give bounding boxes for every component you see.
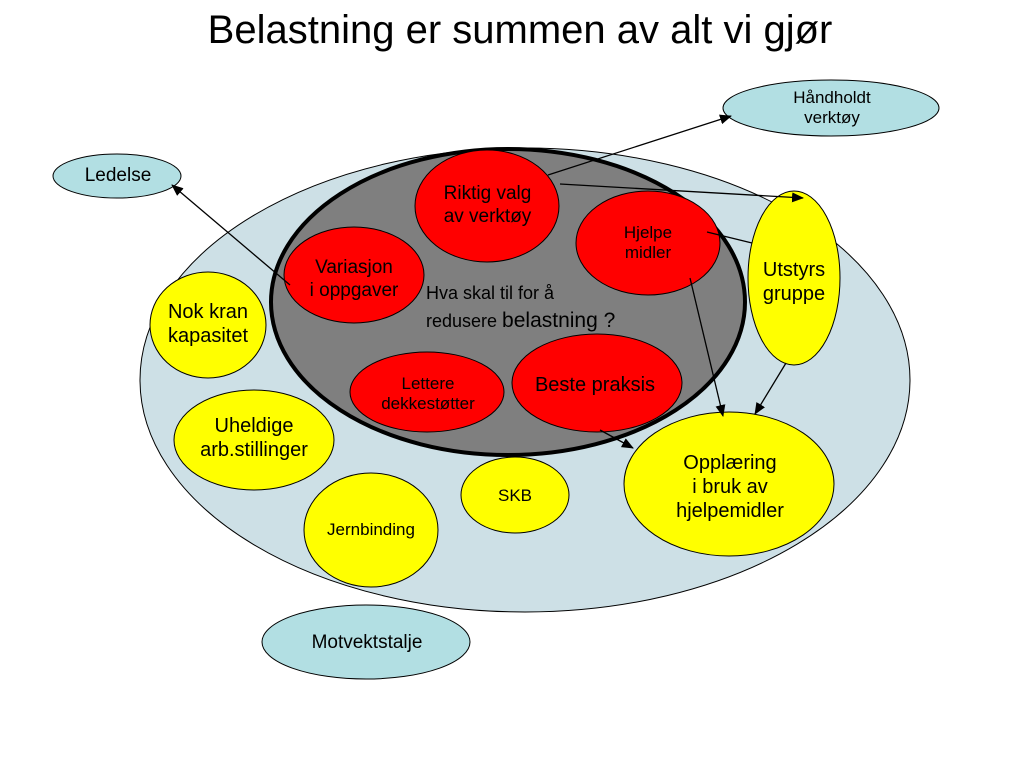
lettere-circle (349, 351, 505, 433)
riktig-valg-circle (414, 149, 560, 263)
variasjon-label: Variasjon i oppgaver (309, 257, 399, 301)
skb-label: SKB (497, 485, 533, 505)
lettere-label: Lettere dekkestøtter (381, 373, 475, 413)
arrow-beste-to-opplaering (599, 429, 634, 449)
question-line2-small: redusere (426, 311, 503, 332)
nok-kran-label: Nok kran kapasitet (167, 301, 249, 347)
uheldige-circle (173, 389, 335, 491)
center-question: Hva skal til for å redusere belastning ? (426, 280, 615, 337)
opplaering-label: Opplæring i bruk av hjelpemidler (676, 452, 784, 522)
line-hjelpe-to-utstyrs (706, 231, 753, 244)
variasjon-circle (283, 226, 425, 324)
handholdt-ellipse (722, 79, 940, 137)
beste-praksis-circle (511, 333, 683, 433)
utstyrs-circle (747, 190, 841, 366)
utstyrs-label: Utstyrs gruppe (762, 259, 826, 305)
ledelse-label: Ledelse (84, 164, 152, 186)
riktig-valg-label: Riktig valg av verktøy (443, 183, 532, 227)
handholdt-label: Håndholdt verktøy (793, 87, 871, 127)
ledelse-ellipse (52, 153, 182, 199)
question-line2-big: belastning ? (502, 309, 616, 333)
opplaering-circle (623, 411, 835, 557)
question-line1: Hva skal til for å (426, 283, 555, 303)
motvektstalje-label: Motvektstalje (311, 631, 423, 653)
beste-praksis-label: Beste praksis (534, 374, 656, 396)
arrow-hjelpe-to-opplaering (689, 277, 726, 417)
arrow-utstyrs-to-opplaering (754, 362, 787, 415)
motvektstalje-ellipse (261, 604, 471, 680)
nok-kran-circle (149, 271, 267, 379)
arrow-to-utstyrs (559, 183, 804, 203)
jernbinding-circle (303, 472, 439, 588)
arrow-to-ledelse (171, 184, 291, 286)
question-line2: redusere belastning ? (426, 306, 615, 336)
jernbinding-label: Jernbinding (327, 519, 415, 539)
hjelpe-midler-circle (575, 190, 721, 296)
uheldige-label: Uheldige arb.stillinger (200, 415, 308, 461)
arrow-to-handholdt (547, 114, 732, 176)
skb-circle (460, 456, 570, 534)
slide-title: Belastning er summen av alt vi gjør (207, 8, 833, 52)
hjelpe-midler-label: Hjelpe midler (623, 222, 673, 262)
